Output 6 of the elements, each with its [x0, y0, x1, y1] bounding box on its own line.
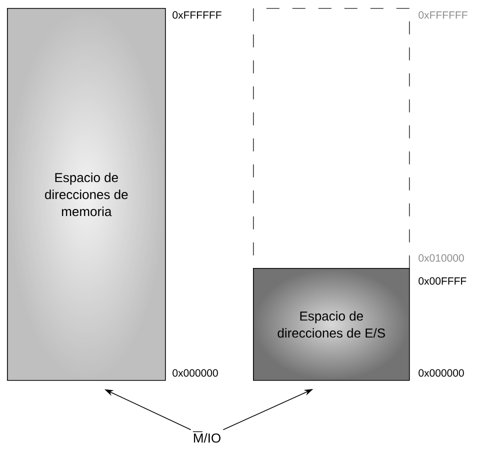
address-label: 0x010000	[418, 254, 464, 262]
memory-space-box: Espacio de direcciones de memoria	[7, 8, 166, 381]
signal-label: M/IO	[192, 431, 220, 443]
dashed-outline-box	[253, 8, 410, 269]
io-space-box: Espacio de direcciones de E/S	[253, 268, 410, 381]
address-label: 0x00FFFF	[418, 277, 466, 285]
